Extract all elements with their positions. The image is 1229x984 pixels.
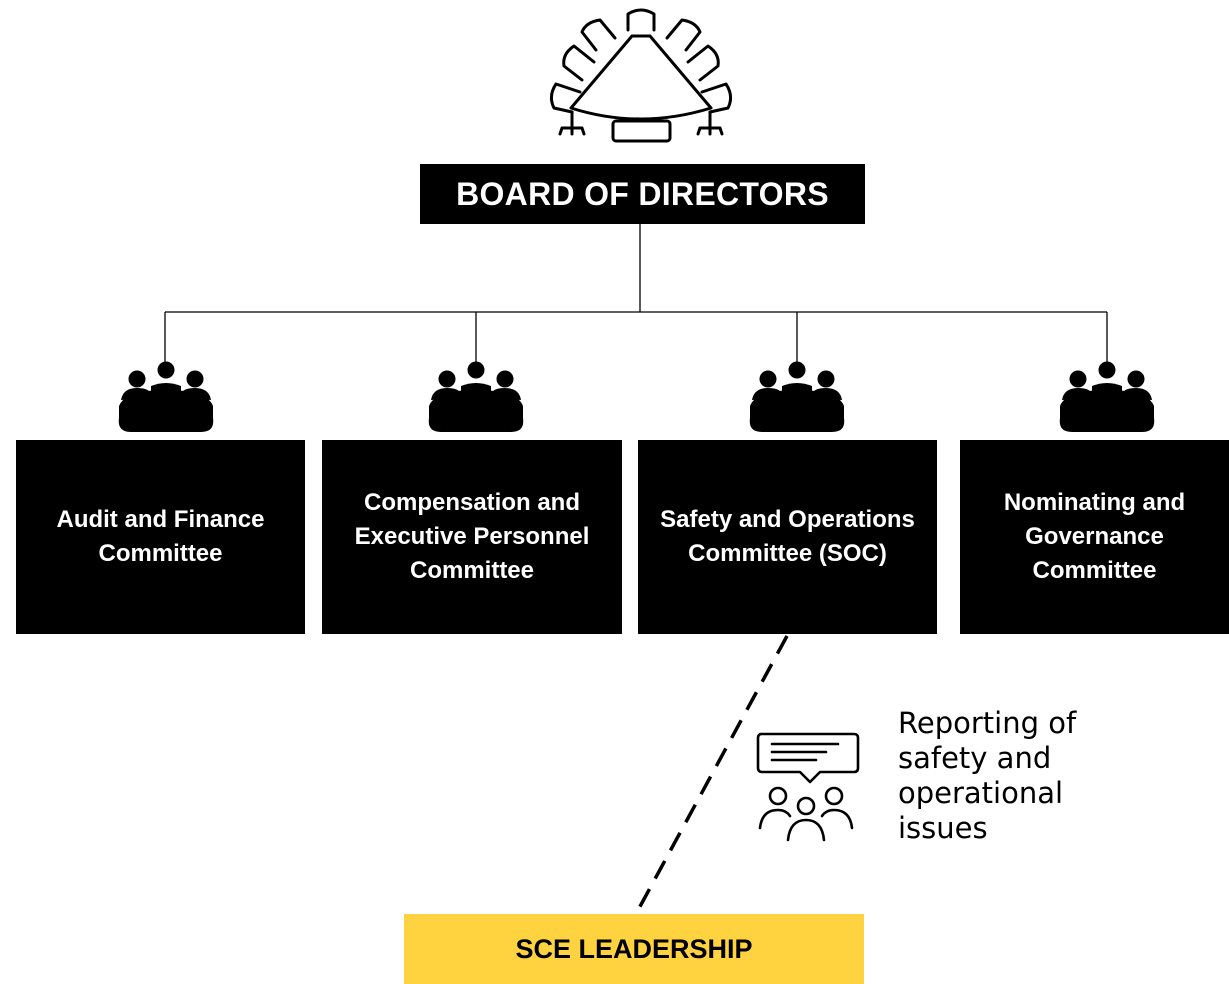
reporting-label: Reporting of safety and operational issu… <box>898 706 1077 845</box>
committee-label: Audit and Finance Committee <box>56 506 265 567</box>
committee-label: Nominating and Governance Committee <box>1003 489 1186 584</box>
committee-box-nominating-governance: Nominating and Governance Committee <box>960 440 1229 634</box>
committee-meeting-icon <box>1059 361 1155 432</box>
board-of-directors-label: BOARD OF DIRECTORS <box>456 175 829 212</box>
committee-label: Safety and Operations Committee (SOC) <box>660 506 915 567</box>
board-of-directors-box: BOARD OF DIRECTORS <box>420 164 865 224</box>
boardroom-table-icon <box>549 8 733 143</box>
committee-meeting-icon <box>428 361 524 432</box>
committee-box-compensation: Compensation and Executive Personnel Com… <box>322 440 622 634</box>
committee-box-audit-finance: Audit and Finance Committee <box>16 440 305 634</box>
committee-meeting-icon <box>749 361 845 432</box>
sce-leadership-label: SCE LEADERSHIP <box>515 933 753 964</box>
committee-box-safety-operations: Safety and Operations Committee (SOC) <box>638 440 937 634</box>
team-communication-icon <box>756 732 860 842</box>
committee-meeting-icon <box>118 361 214 432</box>
committee-label: Compensation and Executive Personnel Com… <box>354 489 590 584</box>
soc-leadership-dashed-line <box>635 635 789 913</box>
sce-leadership-box: SCE LEADERSHIP <box>404 914 864 984</box>
